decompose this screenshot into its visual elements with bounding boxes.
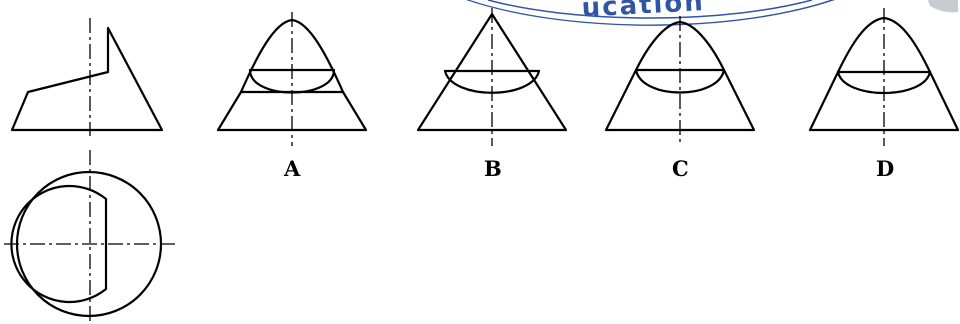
option-b-drawing bbox=[416, 8, 568, 146]
front-view bbox=[10, 18, 164, 136]
option-a-drawing bbox=[216, 12, 368, 146]
option-d-drawing bbox=[808, 8, 960, 146]
top-view bbox=[4, 150, 178, 322]
option-c-drawing bbox=[604, 16, 756, 146]
option-c-cut-curve bbox=[634, 68, 726, 94]
option-c-label: C bbox=[672, 156, 689, 181]
top-view-outer-circle bbox=[15, 170, 163, 318]
option-d-cut-curve bbox=[836, 70, 932, 95]
option-b-label: B bbox=[484, 156, 502, 181]
option-a-label: A bbox=[283, 156, 301, 181]
option-d-label: D bbox=[876, 156, 894, 181]
top-view-cut-outline bbox=[10, 184, 108, 304]
option-b-cut-curve bbox=[443, 69, 541, 94]
watermark-stamp: ucation bbox=[466, 0, 958, 26]
option-a-cut-curve bbox=[248, 68, 336, 94]
option-a-outline bbox=[216, 18, 368, 132]
option-d-outline bbox=[808, 16, 960, 132]
watermark-text: ucation bbox=[581, 0, 706, 24]
front-view-outline bbox=[10, 26, 164, 132]
option-c-outline bbox=[604, 20, 756, 132]
